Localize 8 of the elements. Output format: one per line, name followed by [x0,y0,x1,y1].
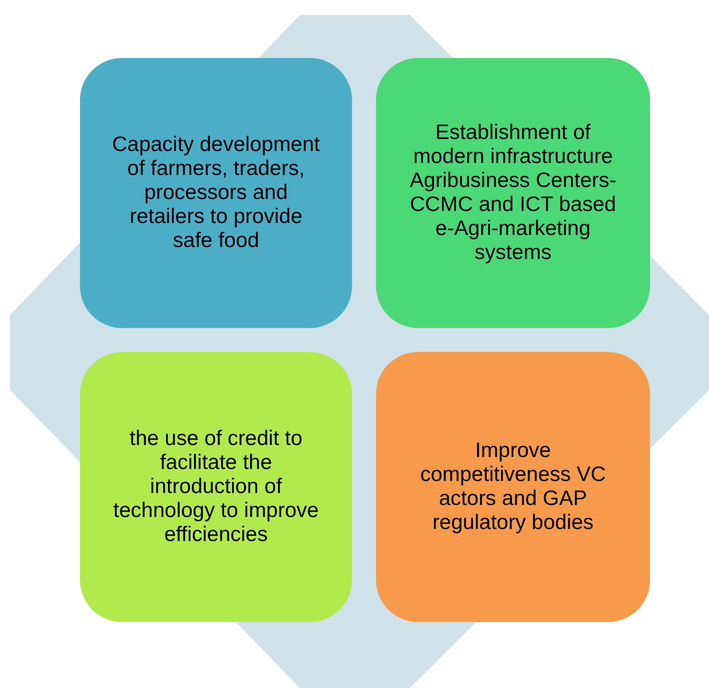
quadrant-text: the use of credit to facilitate the introduction of technology to improve efficiencies [112,427,320,547]
matrix-quadrant [376,352,650,622]
quadrant-text: Improve competitiveness VC actors and GAP regulatory bodies [419,439,607,535]
matrix-quadrant [80,58,352,328]
matrix-quadrant [80,352,352,622]
quadrant-text: Establishment of modern infrastructure Agribusiness Centers- CCMC and ICT based e-Agri-marketing systems [408,121,618,265]
matrix-quadrant [376,58,650,328]
quadrant-text: Capacity development of farmers, traders, processors and retailers to provide safe food [111,133,321,253]
